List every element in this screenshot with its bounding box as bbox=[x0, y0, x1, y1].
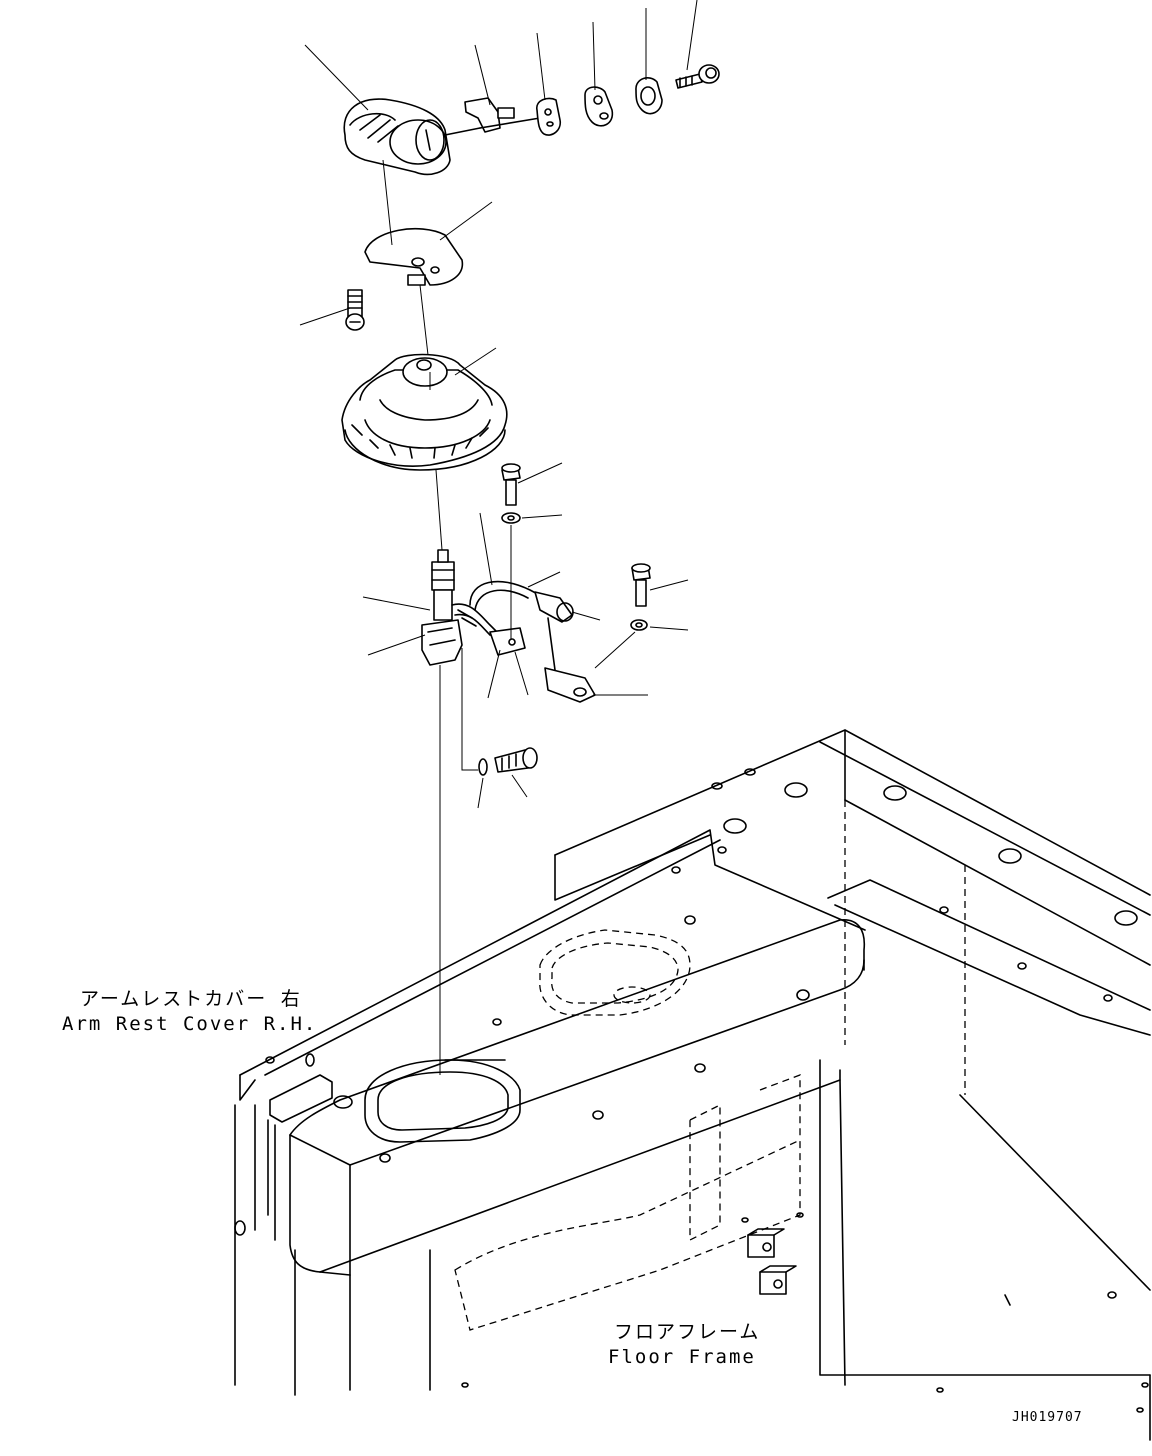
lever-boot bbox=[341, 353, 508, 471]
lever-knob bbox=[343, 98, 481, 176]
floor-frame bbox=[454, 729, 1151, 1441]
arm-rest-cover-label-jp: アームレストカバー 右 bbox=[80, 988, 302, 1010]
switch-parts bbox=[464, 64, 720, 136]
lever-switch-assembly bbox=[421, 549, 596, 703]
arm-rest-cover bbox=[234, 829, 866, 1396]
leader-lines bbox=[299, 0, 698, 809]
assembly-lines bbox=[382, 159, 636, 1075]
drawing-code: JH019707 bbox=[1012, 1410, 1083, 1425]
floor-frame-label-en: Floor Frame bbox=[608, 1346, 756, 1368]
lever-plate bbox=[345, 227, 464, 331]
arm-rest-cover-label-en: Arm Rest Cover R.H. bbox=[62, 1013, 318, 1035]
bolts-and-washers bbox=[478, 463, 651, 776]
floor-frame-label-jp: フロアフレーム bbox=[614, 1321, 761, 1343]
